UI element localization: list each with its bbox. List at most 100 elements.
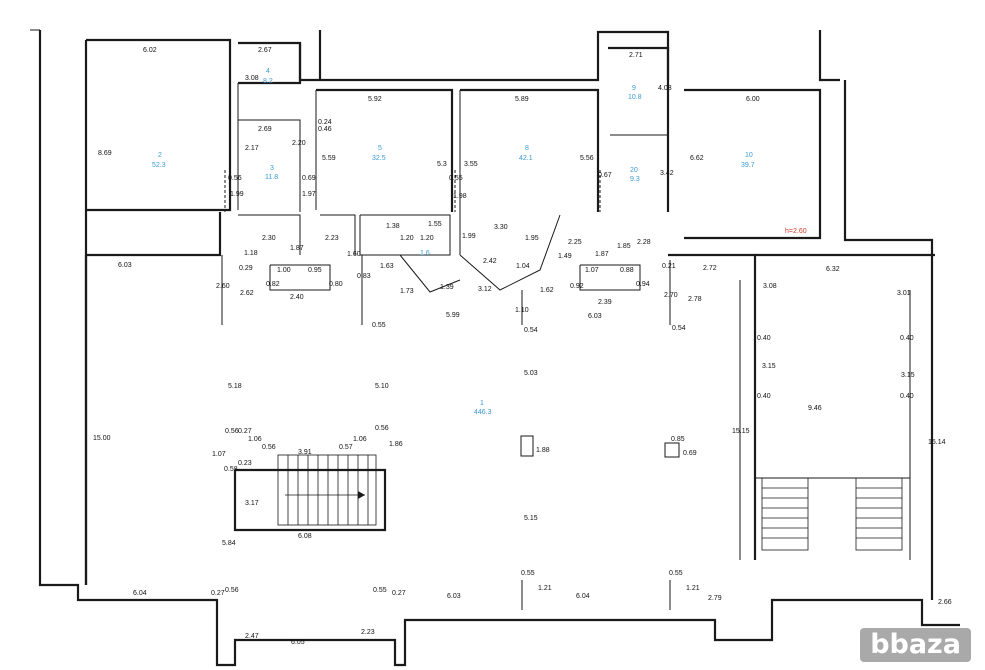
dimension: 15.00 [93, 435, 111, 442]
dimension: 0.21 [662, 263, 676, 270]
dimension: 2.39 [598, 299, 612, 306]
dimension: 5.56 [580, 155, 594, 162]
dimension: 0.23 [238, 460, 252, 467]
dimension: 15.15 [732, 428, 750, 435]
dimension: 6.08 [298, 533, 312, 540]
dimension: 1.18 [244, 250, 258, 257]
room-8-area: 42.1 [519, 155, 533, 162]
dimension: 3.01 [897, 290, 911, 297]
dimension: 2.60 [216, 283, 230, 290]
dimension: 3.15 [901, 372, 915, 379]
ceiling-height-note: h=2.60 [785, 228, 807, 235]
dimension: 3.12 [478, 286, 492, 293]
dimension: 2.47 [245, 633, 259, 640]
dimension: 0.95 [308, 267, 322, 274]
dimension: 0.29 [239, 265, 253, 272]
dimension: 1.99 [230, 191, 244, 198]
dimension: 1.00 [277, 267, 291, 274]
room-2-area: 52.3 [152, 162, 166, 169]
dimension: 5.89 [515, 96, 529, 103]
dimension: 0.40 [757, 393, 771, 400]
dimension: 2.23 [361, 629, 375, 636]
dimension: 0.69 [302, 175, 316, 182]
dimension: 5.10 [375, 383, 389, 390]
dimension: 0.82 [266, 281, 280, 288]
dimension: 1.06 [248, 436, 262, 443]
dimension: 0.57 [339, 444, 353, 451]
dimension: 3.91 [298, 449, 312, 456]
dimension: 5.84 [222, 540, 236, 547]
dimension: 0.24 [318, 119, 332, 126]
dimension: 1.63 [380, 263, 394, 270]
dimension: 2.40 [290, 294, 304, 301]
dimension: 1.85 [617, 243, 631, 250]
room-1-id: 1 [480, 400, 484, 407]
dimension: 3.15 [762, 363, 776, 370]
dimension: 0.54 [672, 325, 686, 332]
dimension: 1.87 [595, 251, 609, 258]
dimension: 3.42 [660, 170, 674, 177]
dimension: 2.42 [483, 258, 497, 265]
dimension: 6.00 [746, 96, 760, 103]
dimension: 2.79 [708, 595, 722, 602]
dimension: 2.17 [245, 145, 259, 152]
dimension: 1.38 [386, 223, 400, 230]
dimension: 0.85 [671, 436, 685, 443]
room-3-area: 11.8 [265, 174, 278, 181]
dimension: 6.03 [588, 313, 602, 320]
dimension: 2.62 [240, 290, 254, 297]
dimension: 3.55 [464, 161, 478, 168]
dimension: 1.97 [302, 191, 316, 198]
room-5-id: 5 [378, 145, 382, 152]
dimension: 2.78 [688, 296, 702, 303]
dimension: 1.98 [453, 193, 467, 200]
dimension: 2.28 [637, 239, 651, 246]
dimension: 3.30 [494, 224, 508, 231]
dimension: 6.32 [826, 266, 840, 273]
dimension: 0.92 [570, 283, 584, 290]
dimension: 0.55 [521, 570, 535, 577]
room-10-id: 10 [745, 152, 753, 159]
dimension: 8.69 [98, 150, 112, 157]
dimension: 5.99 [446, 312, 460, 319]
dimension: 2.23 [325, 235, 339, 242]
dimension: 2.20 [292, 140, 306, 147]
dimension: 2.30 [262, 235, 276, 242]
room-1-area: 446.3 [474, 409, 492, 416]
dimension: 1.99 [462, 233, 476, 240]
dimension: 1.07 [212, 451, 226, 458]
dimension: 0.27 [392, 590, 406, 597]
dimension: 0.40 [757, 335, 771, 342]
dimension: 1.10 [515, 307, 529, 314]
dimension: 0.56 [262, 444, 276, 451]
dimension: 1.21 [538, 585, 552, 592]
dimension: 0.40 [900, 335, 914, 342]
room-3-id: 3 [270, 165, 274, 172]
dimension: 0.27 [211, 590, 225, 597]
dimension: 0.40 [900, 393, 914, 400]
exterior-walls [30, 29, 960, 667]
dimension: 5.92 [368, 96, 382, 103]
watermark-logo: bbaza [860, 628, 971, 662]
dimension: 1.73 [400, 288, 414, 295]
room-16-area: 1.6 [420, 250, 430, 257]
dimension: 1.88 [536, 447, 550, 454]
dimension: 6.04 [133, 590, 147, 597]
dimension: 1.86 [389, 441, 403, 448]
dimension: 6.05 [291, 639, 305, 646]
dimension: 2.70 [664, 292, 678, 299]
dimension: 0.56 [225, 587, 239, 594]
dimension: 1.20 [400, 235, 414, 242]
dimension-labels: 6.02 2.67 3.08 2.69 2.17 2.20 1.99 1.97 … [93, 47, 952, 646]
dimension: 0.55 [669, 570, 683, 577]
dimension: 1.60 [347, 251, 361, 258]
dimension: 0.58 [224, 466, 238, 473]
dimension: 1.49 [558, 253, 572, 260]
dimension: 0.83 [357, 273, 371, 280]
room-2-id: 2 [158, 152, 162, 159]
dimension: 15.14 [928, 439, 946, 446]
dimension: 5.03 [524, 370, 538, 377]
dimension: 1.95 [525, 235, 539, 242]
dimension: 0.55 [372, 322, 386, 329]
dimension: 0.88 [620, 267, 634, 274]
